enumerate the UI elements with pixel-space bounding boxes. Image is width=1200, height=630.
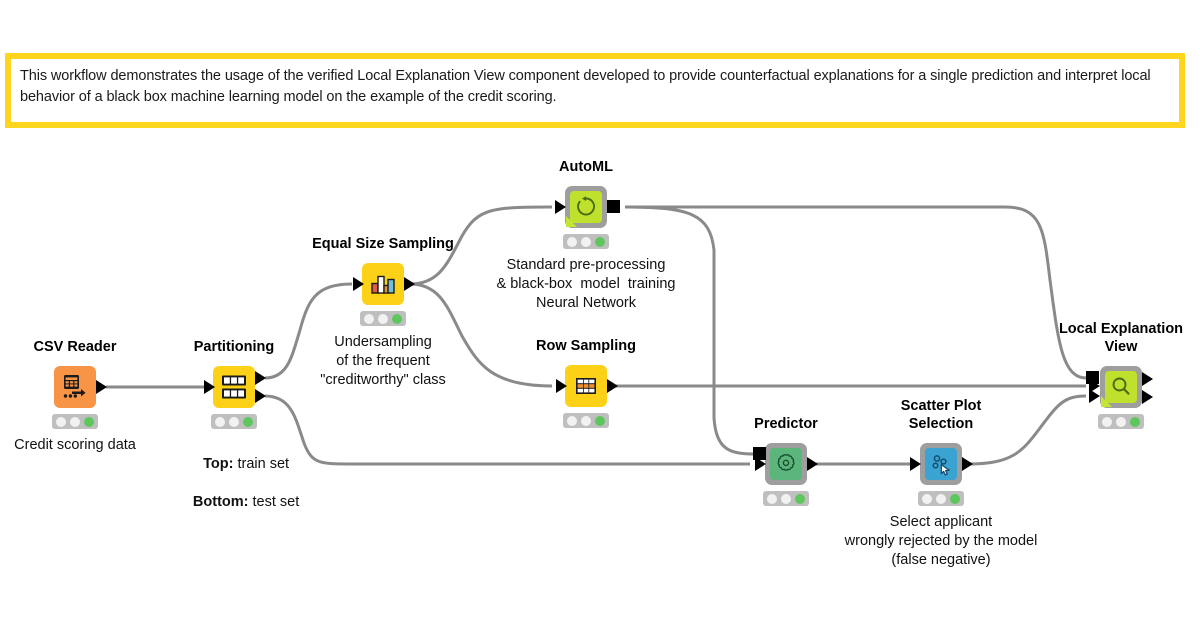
port-out-automl-model[interactable]	[607, 200, 620, 213]
bar-chart-icon	[362, 263, 404, 305]
partitioning-desc-top-label: Top: train set	[203, 456, 290, 472]
port-in-lev-selection[interactable]	[1089, 389, 1100, 403]
node-body-equal-size-sampling[interactable]	[362, 263, 404, 305]
node-body-scatter-plot-selection[interactable]	[920, 443, 962, 485]
node-body-row-sampling[interactable]	[565, 365, 607, 407]
status-led-executed	[595, 415, 605, 426]
node-body-partitioning[interactable]	[213, 366, 255, 408]
node-inner-automl	[566, 191, 602, 227]
port-out-equal-size-sampling[interactable]	[404, 277, 415, 291]
node-body-local-explanation-view[interactable]	[1100, 366, 1142, 408]
status-led-idle	[922, 493, 932, 504]
partitioning-desc-bottom-label: Bottom: test set	[192, 494, 300, 510]
status-local-explanation-view	[1098, 414, 1144, 429]
node-title-equal-size-sampling: Equal Size Sampling	[312, 236, 454, 252]
status-led-queued	[936, 493, 946, 504]
status-predictor	[763, 491, 809, 506]
csv-reader-icon	[54, 366, 96, 408]
port-in-predictor-model[interactable]	[753, 447, 766, 460]
port-out-lev-top[interactable]	[1142, 372, 1153, 386]
component-flag-icon	[566, 216, 577, 227]
port-in-partitioning[interactable]	[204, 380, 215, 394]
node-desc-partitioning: Top: train set Bottom: test set	[169, 436, 300, 531]
node-title-csv-reader: CSV Reader	[33, 339, 117, 355]
node-title-row-sampling: Row Sampling	[536, 338, 636, 354]
status-led-queued	[229, 416, 239, 427]
gear-icon	[770, 448, 802, 480]
node-desc-automl: Standard pre-processing & black-box mode…	[496, 257, 676, 311]
refresh-loop-icon	[570, 191, 602, 223]
port-out-predictor[interactable]	[807, 457, 818, 471]
node-title-scatter-plot-selection: Scatter Plot Selection	[900, 398, 982, 432]
component-flag-icon	[1101, 396, 1112, 407]
node-desc-scatter-plot-selection: Select applicant wrongly rejected by the…	[844, 514, 1038, 568]
status-led-executed	[950, 493, 960, 504]
status-scatter-plot-selection	[918, 491, 964, 506]
status-csv-reader	[52, 414, 98, 429]
status-automl	[563, 234, 609, 249]
port-out-lev-bottom[interactable]	[1142, 390, 1153, 404]
status-led-executed	[795, 493, 805, 504]
status-led-executed	[595, 236, 605, 247]
port-out-row-sampling[interactable]	[607, 379, 618, 393]
node-body-automl[interactable]	[565, 186, 607, 228]
annotation-text: This workflow demonstrates the usage of …	[20, 68, 1151, 105]
magnifier-icon	[1105, 371, 1137, 403]
status-led-idle	[215, 416, 225, 427]
status-row-sampling	[563, 413, 609, 428]
node-body-csv-reader[interactable]	[54, 366, 96, 408]
wire-automl-to-predictor	[624, 205, 756, 456]
status-equal-size-sampling	[360, 311, 406, 326]
status-led-executed	[392, 313, 402, 324]
port-out-partitioning-train[interactable]	[255, 371, 266, 385]
node-inner-local-explanation-view	[1101, 371, 1137, 407]
wire-scatter-to-lev	[967, 394, 1087, 466]
status-led-idle	[767, 493, 777, 504]
status-led-queued	[581, 415, 591, 426]
port-out-scatter-plot-selection[interactable]	[962, 457, 973, 471]
wire-partitioning-bottom-to-predictor	[264, 394, 750, 466]
port-in-row-sampling[interactable]	[556, 379, 567, 393]
node-title-local-explanation-view: Local Explanation View	[1058, 321, 1184, 355]
port-in-equal-size-sampling[interactable]	[353, 277, 364, 291]
node-title-partitioning: Partitioning	[193, 339, 275, 355]
port-out-csv-reader[interactable]	[96, 380, 107, 394]
row-sampling-icon	[565, 365, 607, 407]
node-desc-csv-reader: Credit scoring data	[14, 437, 136, 453]
port-in-automl[interactable]	[555, 200, 566, 214]
workflow-annotation[interactable]: This workflow demonstrates the usage of …	[5, 53, 1185, 128]
status-led-idle	[567, 415, 577, 426]
status-led-queued	[581, 236, 591, 247]
status-led-executed	[243, 416, 253, 427]
node-desc-equal-size-sampling: Undersampling of the frequent "creditwor…	[320, 334, 446, 388]
status-led-idle	[567, 236, 577, 247]
status-led-executed	[1130, 416, 1140, 427]
node-inner-predictor	[770, 448, 802, 480]
status-led-executed	[84, 416, 94, 427]
port-in-lev-data[interactable]	[1089, 379, 1100, 393]
node-inner-scatter-plot-selection	[925, 448, 957, 480]
node-body-predictor[interactable]	[765, 443, 807, 485]
status-led-queued	[781, 493, 791, 504]
status-led-idle	[1102, 416, 1112, 427]
wire-automl-to-lev	[625, 205, 1087, 380]
status-led-queued	[70, 416, 80, 427]
node-title-predictor: Predictor	[754, 416, 818, 432]
port-in-scatter-plot-selection[interactable]	[910, 457, 921, 471]
status-led-idle	[56, 416, 66, 427]
status-led-idle	[364, 313, 374, 324]
partitioning-icon	[213, 366, 255, 408]
status-partitioning	[211, 414, 257, 429]
port-in-predictor-data[interactable]	[755, 457, 766, 471]
status-led-queued	[378, 313, 388, 324]
node-title-automl: AutoML	[559, 159, 613, 175]
port-out-partitioning-test[interactable]	[255, 389, 266, 403]
status-led-queued	[1116, 416, 1126, 427]
scatter-select-icon	[925, 448, 957, 480]
